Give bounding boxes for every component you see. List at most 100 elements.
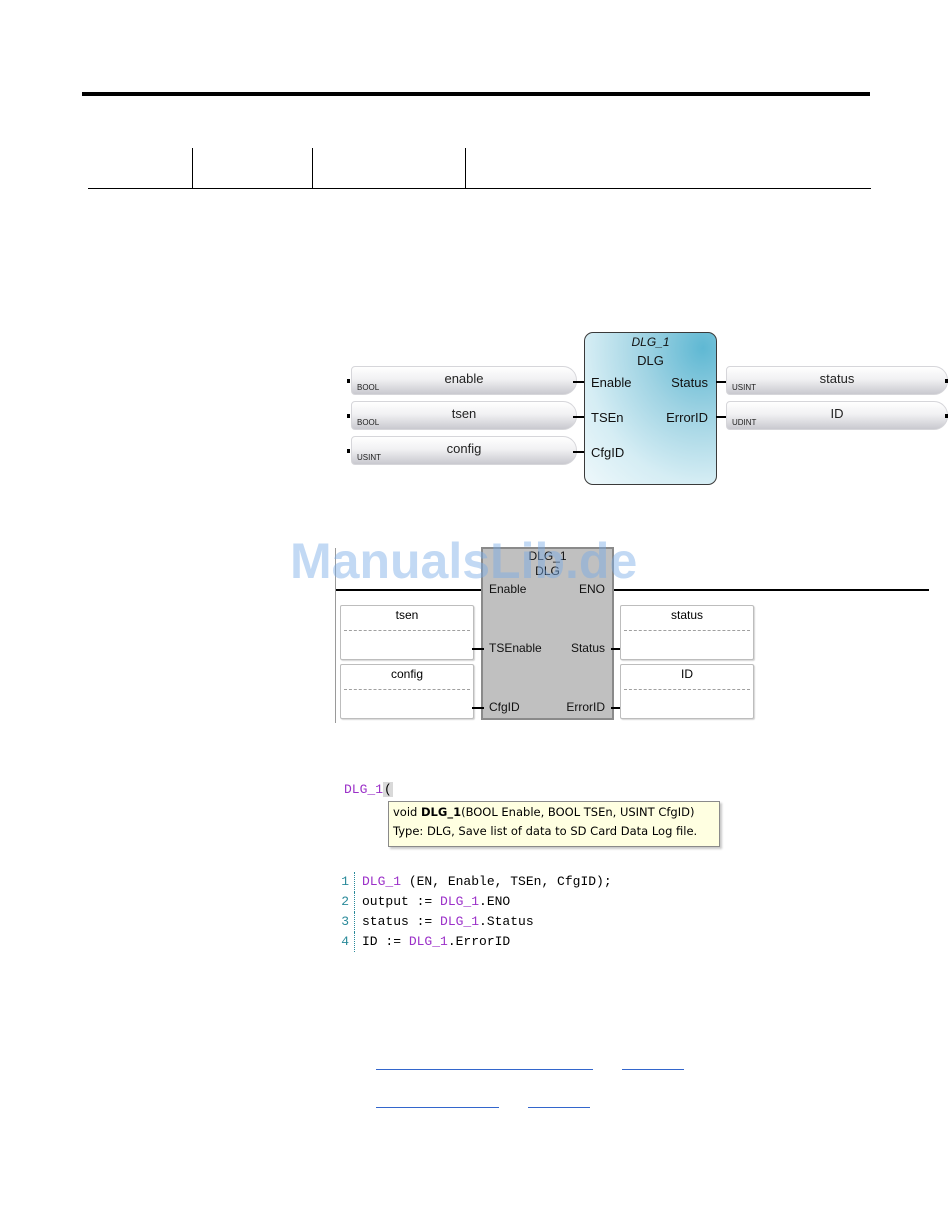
header-divider [192,148,193,188]
code-text: output := [362,894,441,909]
connector-stub [945,414,948,418]
code-text: (EN, Enable, TSEn, CfgID); [401,874,612,889]
signature-tooltip: void DLG_1(BOOL Enable, BOOL TSEn, USINT… [388,801,720,847]
line-number: 1 [341,874,349,889]
fbd-function-block[interactable]: DLG_1 DLG Enable TSEn CfgID Status Error… [584,332,717,485]
ld-output-var[interactable]: ID [620,664,754,719]
watermark: ManualsLib.de [290,533,638,589]
block-instance-name: DLG_1 [528,549,567,563]
var-name: status [670,608,703,622]
pin-line [716,416,728,418]
divider [624,630,750,631]
code-text: status := [362,914,441,929]
ld-input-var[interactable]: config [340,664,474,719]
header-divider [465,148,466,188]
code-line: 2 output := DLG_1.ENO [337,892,612,912]
var-type: UDINT [732,418,757,427]
rung-line [613,589,929,591]
instance-identifier: DLG_1 [440,894,480,909]
tooltip-signature: void DLG_1(BOOL Enable, BOOL TSEn, USINT… [393,803,715,822]
header-divider [312,148,313,188]
st-code-editor[interactable]: 1 DLG_1 (EN, Enable, TSEn, CfgID); 2 out… [337,872,612,952]
pin-line [472,648,484,650]
link-underline[interactable] [376,1107,499,1108]
block-output-label: ErrorID [666,410,708,425]
st-call-snippet[interactable]: DLG_1( [344,782,393,797]
block-input-label: Enable [591,375,632,390]
fbd-input-var[interactable]: enable BOOL [351,366,577,395]
fbd-diagram: enable BOOL tsen BOOL config USINT DLG_1… [0,0,950,500]
block-output-label: Status [570,641,605,655]
code-line: 4 ID := DLG_1.ErrorID [337,932,612,952]
var-type: USINT [357,453,381,462]
line-number: 3 [341,914,349,929]
var-name: ID [681,667,693,681]
pin-line [611,707,623,709]
pin-line [573,451,585,453]
sig-prefix: void [393,805,421,819]
var-name: enable [444,371,484,386]
ld-output-var[interactable]: status [620,605,754,660]
connector-stub [347,414,350,418]
pin-line [573,381,585,383]
power-rail [335,548,336,723]
header-table [88,148,871,189]
instance-identifier: DLG_1 [440,914,480,929]
divider [624,689,750,690]
pin-line [611,648,623,650]
instance-identifier: DLG_1 [408,934,448,949]
var-name: status [819,371,855,386]
block-instance-name: DLG_1 [631,335,670,349]
link-underline[interactable] [376,1069,593,1070]
var-name: config [390,667,424,681]
code-line: 3 status := DLG_1.Status [337,912,612,932]
var-type: BOOL [357,418,380,427]
block-output-label: ENO [578,582,605,596]
ld-input-var[interactable]: tsen [340,605,474,660]
block-input-label: TSEnable [489,641,542,655]
var-type: BOOL [357,383,380,392]
block-type-name: DLG [535,564,560,578]
block-input-label: Enable [489,582,527,596]
fbd-output-var[interactable]: status USINT [726,366,948,395]
cursor-paren: ( [383,782,393,797]
sig-name: DLG_1 [421,805,462,819]
code-text: .Status [479,914,534,929]
header-rule [82,92,870,96]
instance-identifier: DLG_1 [362,874,402,889]
block-output-label: ErrorID [566,700,605,714]
link-underline[interactable] [528,1107,590,1108]
instance-identifier: DLG_1 [344,782,384,797]
code-text: .ENO [479,894,511,909]
tooltip-type: Type: DLG, Save list of data to SD Card … [393,822,715,841]
connector-stub [945,379,948,383]
pin-line [716,381,728,383]
line-number: 4 [341,934,349,949]
var-name: ID [830,406,844,421]
gutter [354,912,356,932]
ld-diagram: DLG_1 DLG Enable ENO TSEnable Status Cfg… [335,547,929,723]
code-text: ID := [362,934,409,949]
gutter [354,872,356,892]
block-type-name: DLG [637,353,664,368]
fbd-output-var[interactable]: ID UDINT [726,401,948,430]
connector-stub [347,449,350,453]
fbd-input-var[interactable]: tsen BOOL [351,401,577,430]
ld-function-block[interactable]: DLG_1 DLG Enable ENO TSEnable Status Cfg… [481,547,614,720]
gutter [354,932,356,952]
block-output-label: Status [671,375,708,390]
type-label: Type [393,824,420,838]
link-underline[interactable] [622,1069,684,1070]
pin-line [573,416,585,418]
var-name: config [446,441,482,456]
type-text: : DLG, Save list of data to SD Card Data… [419,824,698,838]
pin-line [472,707,484,709]
code-text: .ErrorID [447,934,511,949]
block-input-label: CfgID [489,700,520,714]
block-input-label: CfgID [591,445,625,460]
sig-args: (BOOL Enable, BOOL TSEn, USINT CfgID) [461,805,695,819]
fbd-input-var[interactable]: config USINT [351,436,577,465]
divider [344,689,470,690]
divider [344,630,470,631]
line-number: 2 [341,894,349,909]
